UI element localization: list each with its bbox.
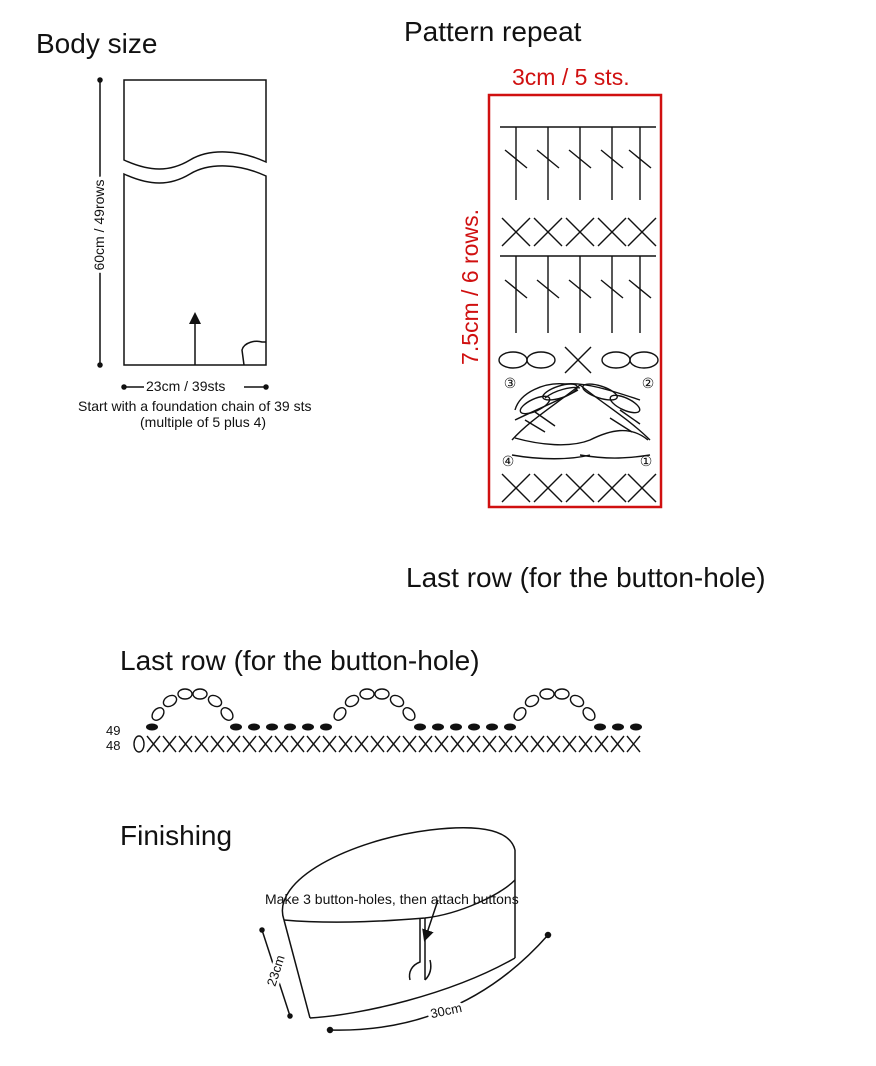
chain-row-3 bbox=[498, 346, 659, 374]
body-size-title: Body size bbox=[36, 28, 158, 59]
body-height-label: 60cm / 49rows bbox=[91, 179, 107, 270]
body-size-diagram bbox=[97, 77, 269, 390]
row-number-48: 48 bbox=[106, 738, 120, 753]
finishing-title: Finishing bbox=[120, 820, 233, 851]
button-hole-arch-1 bbox=[151, 688, 234, 721]
circled-number-2: ② bbox=[642, 375, 655, 391]
circled-number-1: ① bbox=[640, 453, 653, 469]
multiple-note: (multiple of 5 plus 4) bbox=[140, 414, 267, 430]
circled-number-3: ③ bbox=[504, 375, 517, 391]
pattern-repeat-title: Pattern repeat bbox=[404, 16, 582, 47]
dc-row-4 bbox=[500, 255, 656, 333]
foundation-chain-note: Start with a foundation chain of 39 sts bbox=[78, 398, 312, 414]
finishing-circumference-label: 30cm bbox=[429, 1000, 463, 1021]
circled-number-4: ④ bbox=[502, 453, 515, 469]
button-hole-arch-2 bbox=[333, 688, 416, 721]
last-row-heading-top: Last row (for the button-hole) bbox=[406, 562, 766, 593]
shell-rows bbox=[511, 382, 651, 460]
sc-row-5 bbox=[501, 217, 657, 247]
dc-row-6 bbox=[500, 126, 656, 200]
last-row-diagram bbox=[133, 688, 642, 753]
slip-stitch-row-49 bbox=[146, 723, 642, 731]
sc-row-48 bbox=[146, 735, 641, 753]
last-row-title: Last row (for the button-hole) bbox=[120, 645, 480, 676]
pattern-repeat-width-label: 3cm / 5 sts. bbox=[512, 64, 630, 90]
pattern-repeat-frame bbox=[487, 93, 663, 509]
finishing-diagram bbox=[259, 827, 552, 1034]
stitch-symbols bbox=[498, 126, 659, 503]
pattern-repeat-diagram: ③ ② ④ ① bbox=[487, 93, 663, 509]
row-number-49: 49 bbox=[106, 723, 120, 738]
sc-base-row bbox=[501, 473, 657, 503]
finishing-height-label: 23cm bbox=[264, 953, 288, 988]
pattern-repeat-height-label: 7.5cm / 6 rows. bbox=[457, 209, 483, 365]
body-width-label: 23cm / 39sts bbox=[146, 378, 226, 394]
button-hole-arch-3 bbox=[513, 688, 596, 721]
finishing-note: Make 3 button-holes, then attach buttons bbox=[265, 891, 519, 907]
